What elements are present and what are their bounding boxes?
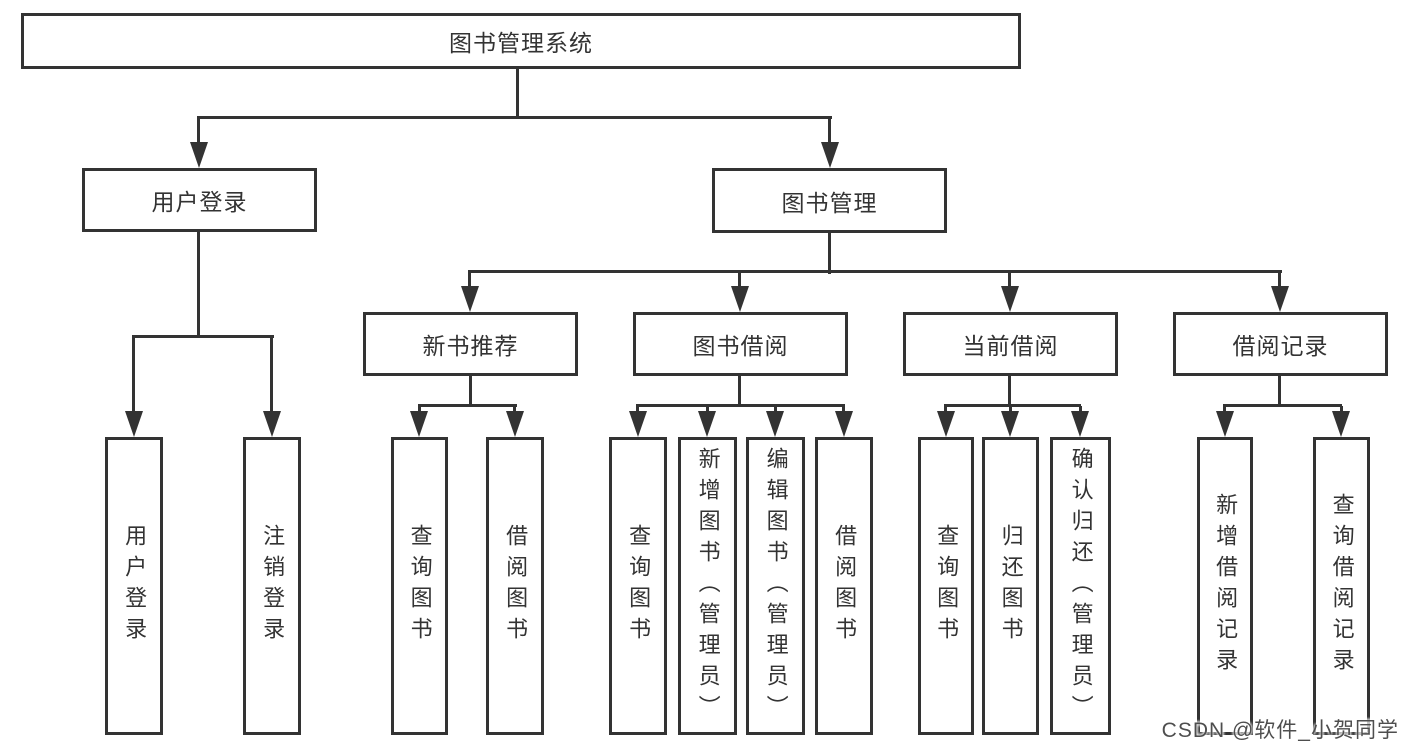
connector-line: [636, 406, 639, 414]
node-label: 当前借阅: [962, 333, 1059, 359]
node-label: 用户登录: [122, 524, 148, 648]
connector-line: [1008, 376, 1011, 407]
node-label: 查询图书: [626, 524, 652, 648]
arrow-down-icon: [461, 286, 479, 312]
connector-line: [774, 406, 777, 414]
connector-line: [842, 406, 845, 414]
connector-line: [197, 116, 832, 119]
connector-line: [197, 118, 200, 148]
connector-line: [706, 406, 709, 414]
arrow-down-icon: [1071, 411, 1089, 437]
connector-line: [418, 404, 517, 407]
arrow-down-icon: [1332, 411, 1350, 437]
leaf-query-books-3: 查询图书: [918, 437, 974, 735]
leaf-query-books-1: 查询图书: [391, 437, 448, 735]
arrow-down-icon: [1216, 411, 1234, 437]
connector-line: [1079, 406, 1082, 414]
connector-line: [418, 406, 421, 414]
arrow-down-icon: [698, 411, 716, 437]
connector-line: [513, 406, 516, 414]
csdn-watermark: CSDN @软件_小贺同学: [1161, 719, 1399, 742]
connector-line: [1223, 406, 1226, 414]
connector-line: [1223, 404, 1342, 407]
leaf-logout: 注销登录: [243, 437, 301, 735]
arrow-down-icon: [731, 286, 749, 312]
node-label: 确认归还（管理员）: [1068, 446, 1094, 726]
connector-line: [944, 404, 1081, 407]
node-book-management: 图书管理: [712, 168, 947, 233]
node-label: 查询图书: [934, 524, 960, 648]
connector-line: [828, 118, 831, 148]
connector-line: [270, 337, 273, 415]
arrow-down-icon: [1001, 286, 1019, 312]
node-label: 用户登录: [151, 189, 248, 215]
arrow-down-icon: [125, 411, 143, 437]
leaf-return-books: 归还图书: [982, 437, 1039, 735]
connector-line: [468, 272, 471, 288]
node-label: 查询图书: [407, 524, 433, 648]
connector-line: [738, 272, 741, 288]
connector-line: [197, 232, 200, 338]
leaf-borrow-books-1: 借阅图书: [486, 437, 544, 735]
connector-line: [738, 376, 741, 407]
connector-line: [1278, 376, 1281, 407]
leaf-query-borrow-record: 查询借阅记录: [1313, 437, 1370, 735]
node-label: 借阅图书: [503, 524, 529, 648]
node-label: 新增图书（管理员）: [695, 446, 721, 726]
node-label: 注销登录: [260, 524, 286, 648]
node-current-borrowing: 当前借阅: [903, 312, 1118, 376]
leaf-borrow-books-2: 借阅图书: [815, 437, 873, 735]
node-book-borrowing: 图书借阅: [633, 312, 848, 376]
node-root-label: 图书管理系统: [449, 30, 593, 56]
leaf-query-books-2: 查询图书: [609, 437, 667, 735]
node-label: 图书管理: [781, 189, 878, 216]
node-label: 新书推荐: [422, 333, 519, 359]
connector-line: [636, 404, 845, 407]
node-label: 编辑图书（管理员）: [763, 446, 789, 726]
connector-line: [516, 68, 519, 118]
arrow-down-icon: [835, 411, 853, 437]
connector-line: [1009, 406, 1012, 414]
arrow-down-icon: [190, 142, 208, 168]
connector-line: [468, 270, 1282, 273]
node-label: 查询借阅记录: [1329, 493, 1355, 679]
connector-line: [828, 233, 831, 274]
node-label: 图书借阅: [692, 333, 789, 359]
leaf-confirm-return-admin: 确认归还（管理员）: [1050, 437, 1111, 735]
node-borrowing-records: 借阅记录: [1173, 312, 1388, 376]
leaf-user-login: 用户登录: [105, 437, 163, 735]
connector-line: [944, 406, 947, 414]
arrow-down-icon: [263, 411, 281, 437]
arrow-down-icon: [766, 411, 784, 437]
node-new-book-recommend: 新书推荐: [363, 312, 578, 376]
arrow-down-icon: [1271, 286, 1289, 312]
connector-line: [1278, 272, 1281, 288]
leaf-add-borrow-record: 新增借阅记录: [1197, 437, 1253, 735]
connector-line: [1340, 406, 1343, 414]
arrow-down-icon: [410, 411, 428, 437]
leaf-edit-books-admin: 编辑图书（管理员）: [746, 437, 805, 735]
node-label: 借阅图书: [832, 524, 858, 648]
arrow-down-icon: [937, 411, 955, 437]
node-root: 图书管理系统: [21, 13, 1021, 69]
arrow-down-icon: [629, 411, 647, 437]
node-label: 新增借阅记录: [1213, 493, 1239, 679]
arrow-down-icon: [1001, 411, 1019, 437]
connector-line: [1008, 272, 1011, 288]
connector-line: [132, 335, 274, 338]
arrow-down-icon: [821, 142, 839, 168]
node-label: 归还图书: [998, 524, 1024, 648]
arrow-down-icon: [506, 411, 524, 437]
node-user-login: 用户登录: [82, 168, 317, 232]
connector-line: [132, 337, 135, 415]
node-label: 借阅记录: [1232, 333, 1329, 359]
leaf-add-books-admin: 新增图书（管理员）: [678, 437, 737, 735]
connector-line: [469, 376, 472, 407]
